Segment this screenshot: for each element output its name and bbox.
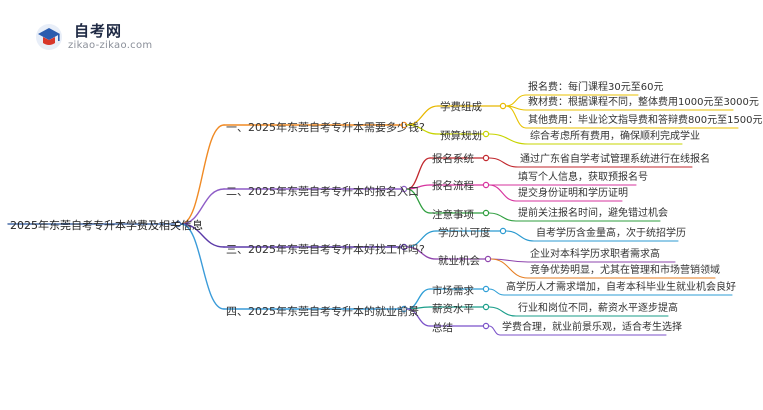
branch-3-topic-2-label: 就业机会: [438, 255, 480, 267]
branch-4-topic-3-node: [482, 322, 490, 330]
branch-3-topic-2-connector: [406, 246, 437, 260]
branch-1-topic-2-leaf-1-connector: [488, 133, 529, 145]
logo-subtitle: zikao-zikao.com: [68, 40, 153, 51]
branch-2-topic-2-leaf-2-label: 提交身份证明和学历证明: [518, 188, 628, 199]
branch-3-topic-1-node: [499, 227, 507, 235]
branch-2-topic-3-leaf-1-connector: [488, 212, 517, 222]
branch-3-topic-1-label: 学历认可度: [438, 227, 491, 239]
branch-4-topic-3-connector: [406, 308, 431, 327]
branch-1-topic-1-connector: [406, 105, 439, 126]
branch-1-topic-1-leaf-3-connector: [505, 105, 527, 129]
branch-4-connector: [180, 223, 225, 310]
branch-2-topic-1-connector: [406, 157, 431, 190]
branch-3-topic-2-leaf-2-connector: [490, 258, 529, 279]
branch-2-topic-1-node: [482, 154, 490, 162]
branch-4-topic-2-leaf-1-connector: [488, 306, 517, 317]
branch-3-topic-1-leaf-1-connector: [505, 230, 535, 242]
branch-2-connector: [180, 188, 225, 225]
branch-2-topic-1-label: 报名系统: [432, 153, 474, 165]
branch-4-topic-1-leaf-1-label: 高学历人才需求增加，自考本科毕业生就业机会良好: [506, 282, 736, 293]
site-logo[interactable]: 自考网 zikao-zikao.com: [34, 20, 174, 60]
branch-1-topic-1-leaf-2-label: 教材费：根据课程不同，整体费用1000元至3000元: [528, 97, 759, 108]
branch-4-topic-3-leaf-1-connector: [488, 325, 501, 336]
branch-3-connector: [180, 223, 225, 248]
branch-4-topic-2-leaf-1-label: 行业和岗位不同，薪资水平逐步提高: [518, 303, 678, 314]
branch-1-topic-1-leaf-3-label: 其他费用：毕业论文指导费和答辩费800元至1500元: [528, 115, 763, 126]
graduation-cap-icon: [36, 24, 62, 50]
branch-2-topic-3-label: 注意事项: [432, 209, 474, 221]
branch-2-topic-2-leaf-2-connector: [488, 184, 517, 202]
branch-4-topic-1-label: 市场需求: [432, 285, 474, 297]
branch-1-connector: [180, 124, 225, 225]
branch-2-topic-3-leaf-1-label: 提前关注报名时间，避免错过机会: [518, 208, 668, 219]
branch-2-topic-2-leaf-1-label: 填写个人信息，获取预报名号: [518, 172, 648, 183]
branch-4-topic-1-node: [482, 285, 490, 293]
branch-3-topic-2-leaf-1-label: 企业对本科学历求职者需求高: [530, 249, 660, 260]
branch-1-topic-2-connector: [406, 124, 439, 135]
branch-4-topic-3-leaf-1-label: 学费合理，就业前景乐观，适合考生选择: [502, 322, 682, 333]
branch-1-topic-1-label: 学费组成: [440, 101, 482, 113]
branch-1-topic-2-label: 预算规划: [440, 130, 482, 142]
branch-3-topic-1-leaf-1-label: 自考学历含金量高，次于统招学历: [536, 228, 686, 239]
branch-1-topic-2-node: [482, 130, 490, 138]
branch-2-topic-3-connector: [406, 188, 431, 214]
branch-2-topic-2-label: 报名流程: [432, 180, 474, 192]
branch-1-label: 一、2025年东莞自考专升本需要多少钱?: [226, 121, 425, 134]
branch-3-topic-1-connector: [406, 230, 437, 248]
branch-2-label: 二、2025年东莞自考专升本的报名入口: [226, 185, 419, 198]
branch-2-topic-2-node: [482, 181, 490, 189]
branch-2-topic-3-node: [482, 209, 490, 217]
branch-4-topic-2-node: [482, 303, 490, 311]
branch-3-label: 三、2025年东莞自考专升本好找工作吗?: [226, 243, 425, 256]
branch-3-topic-2-leaf-2-label: 竞争优势明显，尤其在管理和市场营销领域: [530, 265, 720, 276]
logo-title: 自考网: [74, 22, 123, 40]
branch-4-topic-2-label: 薪资水平: [432, 303, 474, 315]
branch-4-topic-3-label: 总结: [432, 322, 453, 334]
branch-1-topic-1-node: [499, 102, 507, 110]
branch-2-topic-1-leaf-1-label: 通过广东省自学考试管理系统进行在线报名: [520, 154, 710, 165]
branch-4-topic-1-leaf-1-connector: [488, 288, 505, 296]
branch-1-topic-1-leaf-1-label: 报名费：每门课程30元至60元: [528, 82, 664, 93]
branch-4-label: 四、2025年东莞自考专升本的就业前景: [226, 305, 419, 318]
branch-2-topic-1-leaf-1-connector: [488, 157, 519, 168]
branch-3-topic-2-node: [484, 255, 492, 263]
branch-1-topic-2-leaf-1-label: 综合考虑所有费用，确保顺利完成学业: [530, 131, 700, 142]
branch-1-topic-1-leaf-1-connector: [505, 94, 527, 107]
root-topic: 2025年东莞自考专升本学费及相关信息: [10, 219, 203, 232]
